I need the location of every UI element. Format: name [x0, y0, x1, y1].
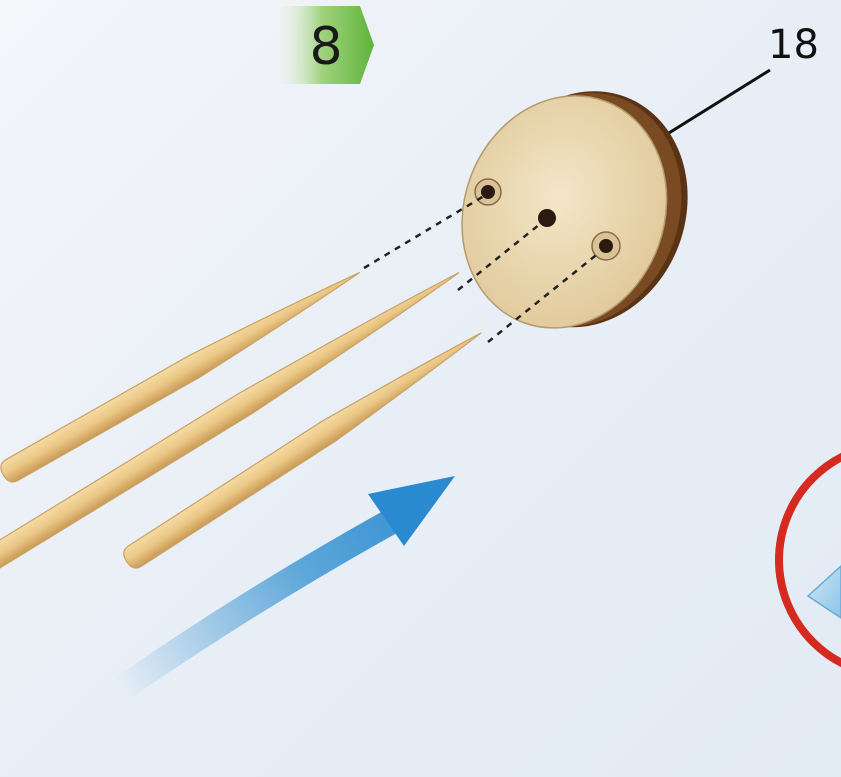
step-badge: 8	[280, 6, 374, 84]
wooden-stick-icon	[123, 332, 482, 569]
wooden-disc-icon	[461, 91, 688, 329]
step-number: 8	[309, 17, 342, 77]
disc-hole-center	[538, 209, 556, 227]
assembly-guide-lines	[363, 194, 601, 343]
part-number-label: 18	[768, 22, 819, 68]
disc-hole-left	[474, 178, 502, 206]
highlighted-part-square	[806, 564, 841, 619]
disc-face	[461, 95, 668, 329]
wooden-sticks	[0, 271, 482, 573]
disc-holes	[474, 178, 621, 261]
red-circle-icon	[775, 452, 841, 668]
arrow-up-right-icon	[107, 476, 455, 703]
guide-line-2	[457, 223, 541, 291]
wooden-stick-icon	[0, 271, 361, 483]
disc-hole-right	[591, 231, 621, 261]
wooden-stick-icon	[0, 272, 460, 573]
step-badge-arrow-icon	[280, 6, 374, 84]
part-callout: 18	[647, 22, 819, 148]
